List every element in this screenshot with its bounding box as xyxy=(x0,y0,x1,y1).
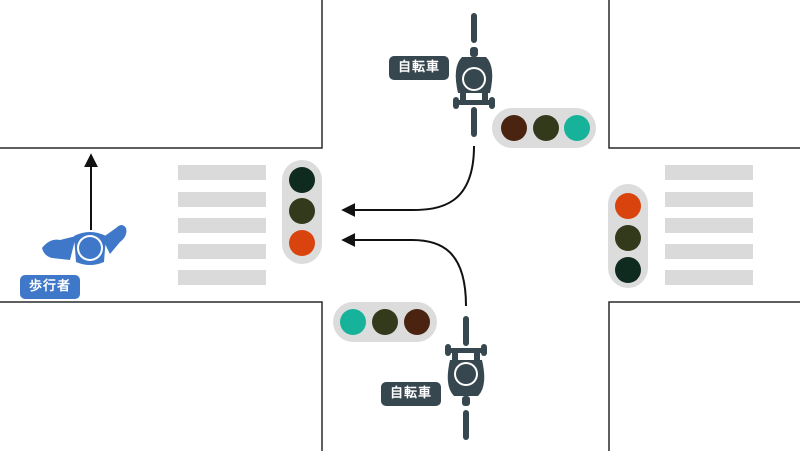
bicycle-rider-top-view-icon xyxy=(453,13,495,137)
crosswalk-left xyxy=(178,165,266,285)
signal-yellow-light xyxy=(372,309,398,335)
pedestrian-top-view-icon xyxy=(42,225,127,265)
movement-arrows xyxy=(84,145,475,307)
road-edge-bottom-left xyxy=(0,301,323,451)
signal-top-horizontal xyxy=(492,108,596,148)
road-edge-top-right xyxy=(608,0,800,149)
road-edge-top-left xyxy=(0,0,323,149)
signal-yellow-light xyxy=(615,225,641,251)
signal-green-light xyxy=(615,257,641,283)
signal-green-light xyxy=(289,167,315,193)
signal-left-vertical xyxy=(282,160,322,264)
signal-bottom-horizontal xyxy=(333,302,437,342)
bicycle-rider-top-view-icon xyxy=(445,316,487,440)
signal-right-vertical xyxy=(608,184,648,288)
signal-green-light xyxy=(340,309,366,335)
signal-green-light xyxy=(564,115,590,141)
signal-red-light xyxy=(501,115,527,141)
arrow-icon-bottom-cyclist xyxy=(341,233,467,307)
signal-red-light xyxy=(615,193,641,219)
road-edge-bottom-right xyxy=(608,301,800,451)
pedestrian-label: 歩行者 xyxy=(20,275,80,299)
arrow-icon-top-cyclist xyxy=(341,145,475,217)
crosswalk-right xyxy=(665,165,753,285)
cyclist-label-bottom: 自転車 xyxy=(381,382,441,406)
signal-yellow-light xyxy=(289,198,315,224)
signal-red-light xyxy=(404,309,430,335)
signal-red-light xyxy=(289,230,315,256)
signal-yellow-light xyxy=(533,115,559,141)
cyclist-label-top: 自転車 xyxy=(389,56,449,80)
